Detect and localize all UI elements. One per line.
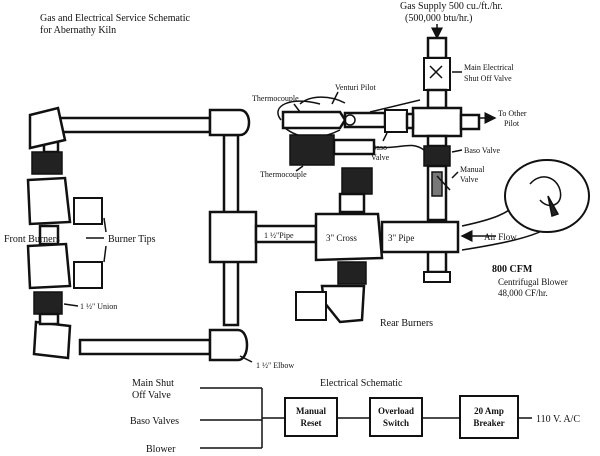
thermocouple-top-label: Thermocouple xyxy=(252,94,299,103)
diagram-title-line-2: for Abernathy Kiln xyxy=(40,25,116,36)
union-label: 1 ½" Union xyxy=(80,302,117,311)
front-burners-label: Front Burners xyxy=(4,234,60,245)
elbow-label: 1 ½" Elbow xyxy=(256,361,294,370)
burner-tips-leader-up xyxy=(103,217,107,233)
gas-supply-line-2: (500,000 btu/hr.) xyxy=(405,13,473,24)
main-shutoff-label-1: Main Electrical xyxy=(464,63,514,72)
blower-label-1: Centrifugal Blower xyxy=(498,277,568,287)
front-manifold-loop xyxy=(28,106,251,362)
thermocouple-top-leader xyxy=(293,103,301,113)
diagram-title-line-1: Gas and Electrical Service Schematic xyxy=(40,13,190,24)
electrical-schematic: Electrical Schematic Main Shut Off Valve… xyxy=(130,378,580,455)
manual-valve-label-1: Manual xyxy=(460,165,485,174)
rear-burners-label: Rear Burners xyxy=(380,318,433,329)
burner-tips-leader-down xyxy=(103,245,107,263)
elbow-leader xyxy=(239,355,253,363)
pilot-assembly xyxy=(277,96,421,138)
blower-label-2: 48,000 CF/hr. xyxy=(498,288,548,298)
air-flow-label: Air Flow xyxy=(484,232,517,242)
input-baso-valves-label: Baso Valves xyxy=(130,416,179,427)
main-shutoff-label-2: Shut Off Valve xyxy=(464,74,512,83)
manual-valve-leader xyxy=(451,171,459,179)
venturi-pilot-label: Venturi Pilot xyxy=(335,83,376,92)
manual-reset-label-2: Reset xyxy=(301,418,322,428)
baso-valve-left-leader xyxy=(382,132,388,142)
union-leader xyxy=(63,303,79,307)
input-main-shut-label-1: Main Shut xyxy=(132,378,174,389)
manual-valve-label-2: Valve xyxy=(460,175,479,184)
baso-valve-right-leader xyxy=(451,149,463,153)
cfm-label: 800 CFM xyxy=(492,264,533,275)
three-inch-pipe-label: 3" Pipe xyxy=(388,233,414,243)
manual-reset-label-1: Manual xyxy=(296,406,327,416)
breaker-label-2: Breaker xyxy=(473,418,504,428)
gas-supply-line-1: Gas Supply 500 cu./ft./hr. xyxy=(400,1,503,12)
electrical-schematic-title: Electrical Schematic xyxy=(320,378,403,389)
overload-switch-label-1: Overload xyxy=(378,406,414,416)
to-other-pilot-label-2: Pilot xyxy=(504,119,520,128)
rear-baso-valve xyxy=(289,134,425,195)
three-inch-cross-label: 3" Cross xyxy=(326,233,357,243)
one-half-inch-pipe-label: 1 ½"Pipe xyxy=(264,231,294,240)
baso-valve-left-label-2: Valve xyxy=(371,153,390,162)
centrifugal-blower xyxy=(461,159,590,251)
other-pilot-pipe xyxy=(459,113,481,131)
power-supply-label: 110 V. A/C xyxy=(536,414,580,425)
input-main-shut-label-2: Off Valve xyxy=(132,390,171,401)
baso-valve-right-label: Baso Valve xyxy=(464,146,501,155)
input-blower-label: Blower xyxy=(146,444,176,455)
manual-reset-box xyxy=(284,397,338,437)
front-tee-fitting xyxy=(208,210,258,264)
breaker-box xyxy=(459,395,519,439)
overload-switch-box xyxy=(369,397,423,437)
rear-burner-assembly xyxy=(295,192,460,324)
thermocouple-bottom-label: Thermocouple xyxy=(260,170,307,179)
burner-tips-label: Burner Tips xyxy=(108,234,156,245)
front-burners xyxy=(26,151,103,326)
thermocouple-bottom-leader xyxy=(295,165,304,172)
overload-switch-label-2: Switch xyxy=(383,418,409,428)
to-other-pilot-label-1: To Other xyxy=(498,109,527,118)
venturi-pilot-leader xyxy=(331,91,339,105)
breaker-label-1: 20 Amp xyxy=(474,406,504,416)
